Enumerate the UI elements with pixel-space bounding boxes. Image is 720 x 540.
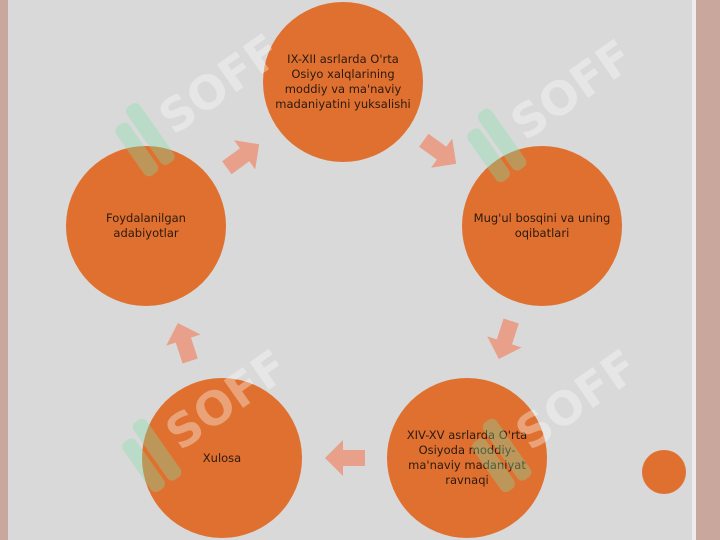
arrow-bottom-left-to-left — [166, 322, 201, 364]
node-left: Foydalanilgan adabiyotlar — [66, 146, 226, 306]
node-bottom-right: XIV-XV asrlarda O'rta Osiyoda moddiy-ma'… — [387, 378, 547, 538]
node-bottom-left: Xulosa — [142, 378, 302, 538]
slide-frame-right — [696, 0, 720, 540]
node-left-label: Foydalanilgan adabiyotlar — [106, 211, 186, 240]
node-bottom-left-label: Xulosa — [202, 450, 242, 465]
arrow-top-to-right — [419, 133, 457, 168]
arrow-right-to-bottom-right — [487, 318, 522, 360]
decorative-dot — [642, 450, 686, 494]
node-top: IX-XII asrlarda O'rta Osiyo xalqlarining… — [263, 2, 423, 162]
arrow-left-to-top — [222, 140, 260, 175]
node-bottom-right-label: XIV-XV asrlarda O'rta Osiyoda moddiy-ma'… — [406, 428, 528, 487]
arrow-bottom-right-to-bottom-left — [325, 440, 365, 476]
node-right: Mug'ul bosqini va uning oqibatlari — [462, 146, 622, 306]
slide-frame-left — [0, 0, 8, 540]
slide-frame-right-edge — [692, 0, 696, 540]
node-right-label: Mug'ul bosqini va uning oqibatlari — [473, 211, 611, 240]
watermark-text: SOFF — [501, 29, 643, 151]
node-top-label: IX-XII asrlarda O'rta Osiyo xalqlarining… — [275, 52, 411, 111]
